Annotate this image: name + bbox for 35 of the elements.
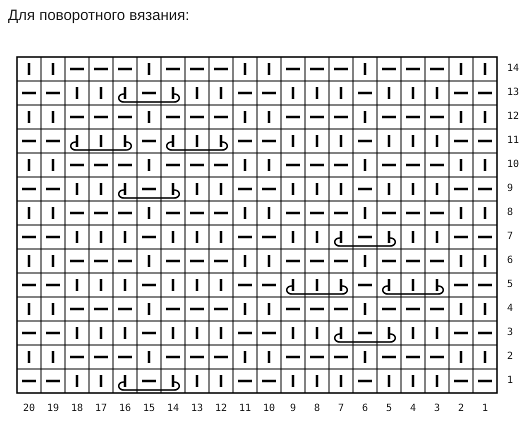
column-number: 5: [386, 403, 392, 415]
row-number: 6: [507, 255, 514, 267]
column-number: 7: [338, 403, 344, 415]
column-number: 10: [262, 403, 276, 415]
column-number: 16: [118, 403, 132, 415]
row-number: 3: [507, 327, 514, 339]
column-number: 11: [238, 403, 252, 415]
row-number: 2: [507, 351, 514, 363]
column-number: 17: [94, 403, 108, 415]
row-number: 12: [507, 111, 520, 123]
column-number: 12: [214, 403, 228, 415]
column-number: 1: [482, 403, 488, 415]
column-number: 15: [142, 403, 156, 415]
row-number: 14: [507, 63, 520, 75]
row-number: 4: [507, 303, 514, 315]
column-number: 9: [290, 403, 296, 415]
column-number: 20: [22, 403, 36, 415]
row-number: 9: [507, 183, 514, 195]
column-number: 8: [314, 403, 320, 415]
row-number: 8: [507, 207, 514, 219]
column-number: 3: [434, 403, 440, 415]
column-number: 14: [166, 403, 180, 415]
row-number: 11: [507, 135, 520, 147]
row-number: 10: [507, 159, 520, 171]
column-number: 13: [190, 403, 204, 415]
column-number: 4: [410, 403, 416, 415]
column-number: 18: [70, 403, 84, 415]
row-number: 5: [507, 279, 514, 291]
column-number: 19: [46, 403, 60, 415]
chart-title: Для поворотного вязания:: [8, 7, 190, 24]
row-number: 13: [507, 87, 520, 99]
column-number: 6: [362, 403, 368, 415]
row-number: 1: [507, 375, 514, 387]
column-number: 2: [458, 403, 464, 415]
row-number: 7: [507, 231, 514, 243]
